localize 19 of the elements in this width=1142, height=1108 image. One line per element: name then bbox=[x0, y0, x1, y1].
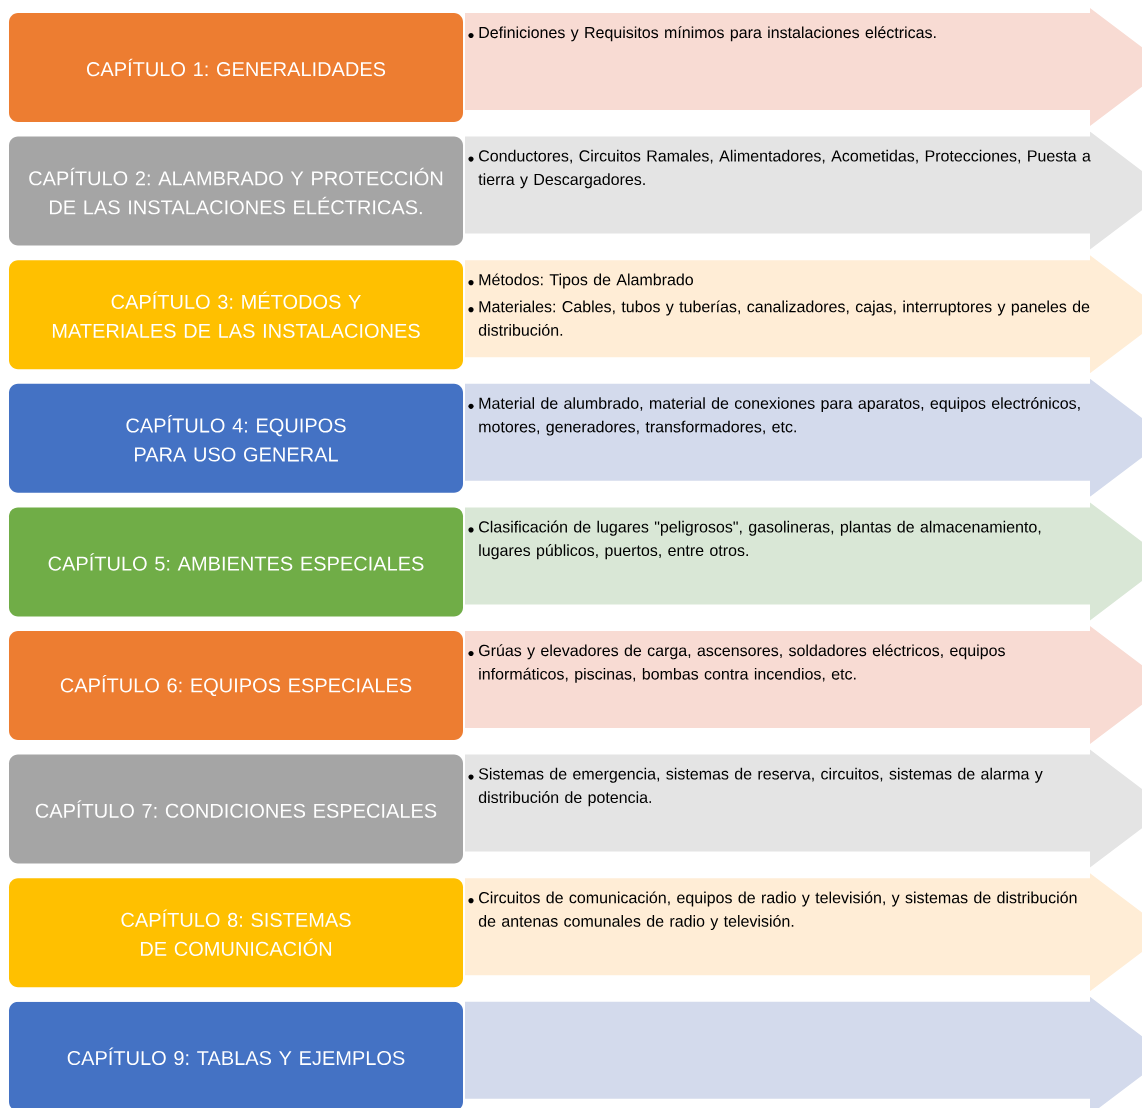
chapter-box: CAPÍTULO 3: MÉTODOS Y MATERIALES DE LAS INSTALACIONES bbox=[9, 260, 463, 370]
chapter-box: CAPÍTULO 5: AMBIENTES ESPECIALES bbox=[9, 507, 463, 617]
bullet-text: Definiciones y Requisitos mínimos para instalaciones eléctricas. bbox=[479, 26, 936, 42]
bullet-text: Métodos: Tipos de Alambrado bbox=[479, 273, 693, 289]
bullet-text: Conductores, Circuitos Ramales, Alimentadores, Acometidas, Protecciones, Puesta a tierra y Descargadores. bbox=[478, 149, 1091, 189]
bullet-text: Materiales: Cables, tubos y tuberías, canalizadores, cajas, interruptores y paneles de distribución. bbox=[478, 300, 1090, 336]
arrow-banner bbox=[465, 996, 1142, 1108]
chapter-box: CAPÍTULO 7: CONDICIONES ESPECIALES bbox=[9, 754, 463, 864]
bullet-text: Grúas y elevadores de carga, ascensores, soldadores eléctricos, equipos informáticos, piscinas, bombas contra incendios, etc. bbox=[479, 644, 1005, 683]
chapter-box: CAPÍTULO 1: GENERALIDADES bbox=[9, 13, 463, 122]
bullet-text: Circuitos de comunicación, equipos de radio y televisión, y sistemas de distribución de antenas comunales de radio y televisión. bbox=[478, 891, 1077, 930]
chapter-box: CAPÍTULO 8: SISTEMAS DE COMUNICACIÓN bbox=[9, 878, 463, 988]
bullet-text: Clasificación de lugares "peligrosos", gasolineras, plantas de almacenamiento, lugares públicos, puertos, entre otros. bbox=[479, 520, 1041, 560]
chapter-box: CAPÍTULO 2: ALAMBRADO Y PROTECCIÓN DE LAS INSTALACIONES ELÉCTRICAS. bbox=[9, 136, 463, 246]
bullet-text: Material de alumbrado, material de conexiones para aparatos, equipos electrónicos, motores, generadores, transformadores, etc. bbox=[479, 397, 1080, 436]
chapter-box: CAPÍTULO 6: EQUIPOS ESPECIALES bbox=[9, 631, 463, 740]
bullet-text: Sistemas de emergencia, sistemas de reserva, circuitos, sistemas de alarma y distribución de potencia. bbox=[478, 767, 1043, 807]
chapter-box: CAPÍTULO 4: EQUIPOS PARA USO GENERAL bbox=[9, 383, 463, 493]
chapter-box: CAPÍTULO 9: TABLAS Y EJEMPLOS bbox=[9, 1001, 463, 1108]
